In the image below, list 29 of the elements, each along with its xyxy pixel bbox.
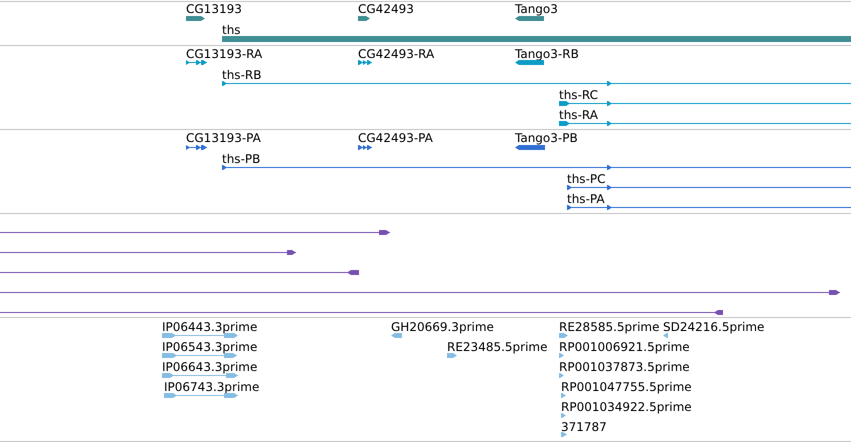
- feature-label: IP06543.3prime: [162, 340, 258, 353]
- feature-label: ths-PB: [222, 152, 260, 165]
- feature-label: IP06443.3prime: [162, 320, 258, 333]
- feature-label: ths-PA: [567, 192, 605, 205]
- feature-label: CG42493-RA: [358, 48, 434, 60]
- feature-label: RE23485.5prime: [447, 340, 548, 353]
- feature-label: CG13193-RA: [186, 48, 262, 60]
- feature-label: RE28585.5prime: [559, 320, 660, 333]
- feature-label: RP001047755.5prime: [561, 380, 692, 393]
- feature-label: SD24216.5prime: [663, 320, 764, 333]
- feature-label: IP06643.3prime: [162, 360, 258, 373]
- feature-label: ths-RA: [559, 108, 598, 121]
- feature-label: CG42493-PA: [358, 132, 433, 144]
- feature-label: ths-PC: [567, 172, 606, 185]
- feature-label: CG13193-PA: [186, 132, 261, 144]
- feature-label: Tango3: [515, 2, 558, 15]
- feature-label: 371787: [561, 420, 607, 433]
- feature-label: GH20669.3prime: [391, 320, 494, 333]
- feature-label: RP001006921.5prime: [559, 340, 690, 353]
- feature-label: ths: [222, 24, 241, 36]
- feature-label: RP001034922.5prime: [561, 400, 692, 413]
- feature-label: IP06743.3prime: [164, 380, 260, 393]
- feature-label: CG13193: [186, 2, 242, 15]
- feature-label: ths-RB: [222, 68, 262, 81]
- feature-label: Tango3-PB: [515, 132, 578, 144]
- feature-label: ths-RC: [559, 88, 598, 101]
- feature-label: CG42493: [358, 2, 414, 15]
- feature-label: Tango3-RB: [515, 48, 579, 60]
- feature-label: RP001037873.5prime: [559, 360, 690, 373]
